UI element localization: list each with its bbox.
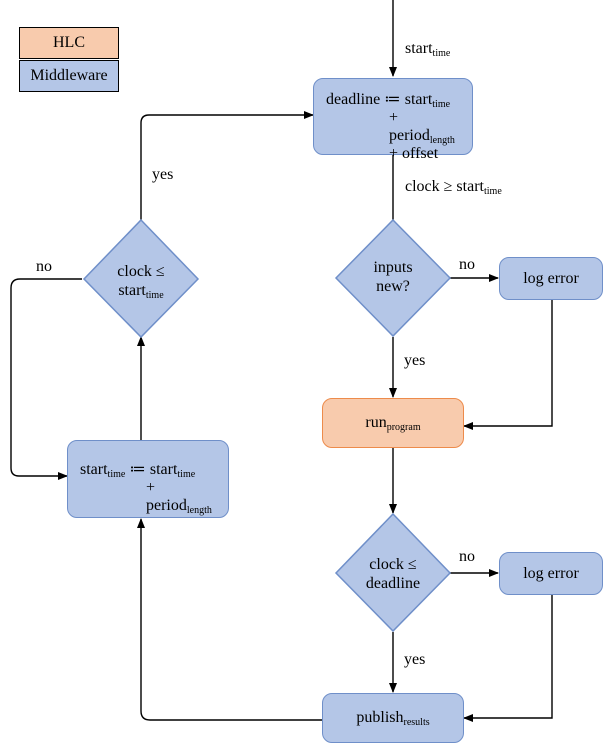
deadline-line-3: + offset xyxy=(389,145,439,162)
inputs-no-label: no xyxy=(459,256,475,273)
clock-ge-start-label: clock ≥ starttime xyxy=(405,178,502,197)
deadline-no-label: no xyxy=(459,548,475,565)
loop-no-label: no xyxy=(36,258,52,275)
log-error-node-1: log error xyxy=(499,257,603,300)
publish-results-node: publishresults xyxy=(322,693,464,743)
clock-start-diamond-shape xyxy=(82,218,200,339)
start-update-line-2: + periodlength xyxy=(146,479,212,516)
start-update-node: starttime ≔ starttime + periodlength xyxy=(67,440,229,518)
edge-logerror2-to-publish xyxy=(463,593,553,722)
deadline-line-1: deadline ≔ starttime xyxy=(326,91,451,110)
deadline-yes-label: yes xyxy=(404,651,426,668)
deadline-line-2: + periodlength xyxy=(389,109,455,146)
loop-yes-label: yes xyxy=(152,166,174,183)
edge-loop-yes xyxy=(140,111,314,220)
run-program-node: runprogram xyxy=(322,398,464,448)
legend-middleware-label: Middleware xyxy=(30,67,108,84)
clock-start-text: clock ≤ starttime xyxy=(117,263,165,301)
inputs-new-diamond-shape xyxy=(334,218,452,338)
legend-middleware: Middleware xyxy=(19,60,119,92)
edge-publish-to-update xyxy=(137,518,322,721)
edge-logerror1-to-run xyxy=(463,298,553,430)
legend-hlc: HLC xyxy=(19,27,119,59)
start-update-line-1: starttime ≔ starttime xyxy=(80,461,196,480)
edge-loop-no xyxy=(10,278,82,480)
deadline-node: deadline ≔ starttime + periodlength + of… xyxy=(313,78,473,162)
clock-deadline-diamond-shape xyxy=(334,512,452,633)
legend-hlc-label: HLC xyxy=(53,34,85,51)
inputs-yes-label: yes xyxy=(404,352,426,369)
entry-label: starttime xyxy=(405,40,451,59)
log-error-node-2: log error xyxy=(499,552,603,595)
inputs-new-text: inputs new? xyxy=(373,259,413,295)
clock-deadline-text: clock ≤ deadline xyxy=(365,556,421,592)
